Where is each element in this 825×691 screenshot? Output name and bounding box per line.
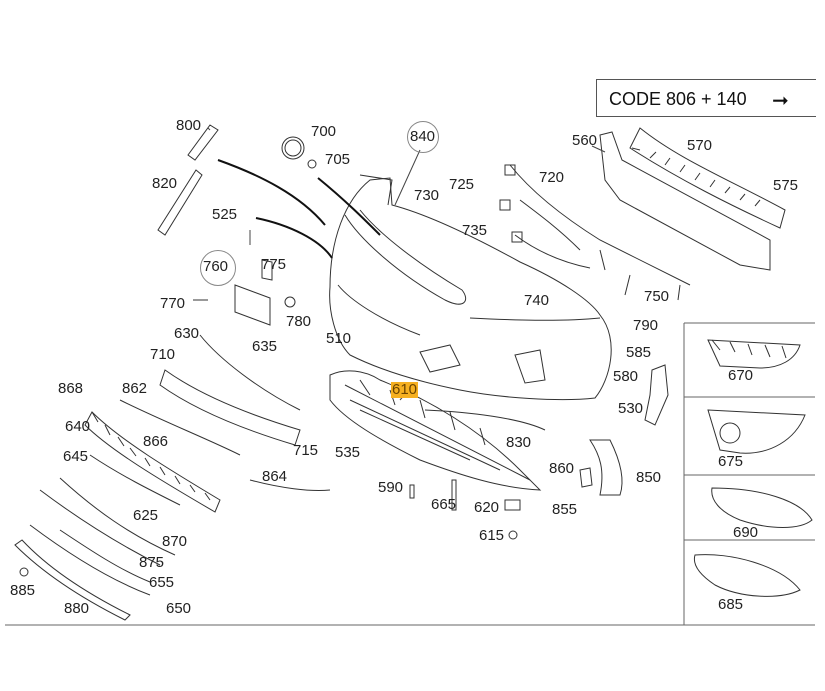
side-brackets: [19, 364, 669, 577]
label-625: 625: [133, 507, 159, 524]
label-880: 880: [64, 600, 90, 617]
label-840: 840: [410, 128, 436, 145]
label-780: 780: [286, 313, 312, 330]
label-635: 635: [252, 338, 278, 355]
code-callout: CODE 806 + 140 ➞: [596, 79, 816, 117]
label-855: 855: [552, 501, 578, 518]
label-675: 675: [718, 453, 744, 470]
bumper-cover: [329, 174, 612, 401]
plate-bracket-760: [193, 259, 296, 326]
label-866: 866: [143, 433, 169, 450]
label-725: 725: [449, 176, 475, 193]
label-655: 655: [149, 574, 175, 591]
label-585: 585: [626, 344, 652, 361]
label-580: 580: [613, 368, 639, 385]
air-guide-610: [329, 370, 542, 491]
code-label: CODE 806 + 140: [609, 89, 747, 109]
side-trims: [157, 124, 219, 236]
label-590: 590: [378, 479, 404, 496]
arrow-right-icon: ➞: [772, 90, 789, 112]
label-770: 770: [160, 295, 186, 312]
label-620: 620: [474, 499, 500, 516]
label-870: 870: [162, 533, 188, 550]
circle-760: [200, 250, 236, 286]
label-830: 830: [506, 434, 532, 451]
label-670: 670: [728, 367, 754, 384]
circle-840: [407, 121, 439, 153]
label-535: 535: [335, 444, 361, 461]
grille-570: [599, 127, 786, 271]
label-800: 800: [176, 117, 202, 134]
label-510: 510: [326, 330, 352, 347]
label-750: 750: [644, 288, 670, 305]
label-885: 885: [10, 582, 36, 599]
label-710: 710: [150, 346, 176, 363]
label-560: 560: [572, 132, 598, 149]
lower-trims: [14, 411, 221, 621]
label-860: 860: [549, 460, 575, 477]
label-690: 690: [733, 524, 759, 541]
label-645: 645: [63, 448, 89, 465]
label-875: 875: [139, 554, 165, 571]
label-735: 735: [462, 222, 488, 239]
label-630: 630: [174, 325, 200, 342]
label-525: 525: [212, 206, 238, 223]
label-715: 715: [293, 442, 319, 459]
label-570: 570: [687, 137, 713, 154]
label-850: 850: [636, 469, 662, 486]
label-760: 760: [203, 258, 229, 275]
label-615: 615: [479, 527, 505, 544]
label-700: 700: [311, 123, 337, 140]
label-862: 862: [122, 380, 148, 397]
harness-720: [499, 164, 691, 301]
label-730: 730: [414, 187, 440, 204]
label-665: 665: [431, 496, 457, 513]
panel-parts: [693, 339, 813, 597]
emblem-700: [281, 136, 317, 169]
label-740: 740: [524, 292, 550, 309]
label-640: 640: [65, 418, 91, 435]
label-685: 685: [718, 596, 744, 613]
label-575: 575: [773, 177, 799, 194]
label-790: 790: [633, 317, 659, 334]
label-705: 705: [325, 151, 351, 168]
detail-panel: [5, 322, 815, 626]
label-864: 864: [262, 468, 288, 485]
label-820: 820: [152, 175, 178, 192]
label-868: 868: [58, 380, 84, 397]
label-775: 775: [261, 256, 287, 273]
label-610: 610: [391, 381, 419, 398]
label-650: 650: [166, 600, 192, 617]
label-720: 720: [539, 169, 565, 186]
label-530: 530: [618, 400, 644, 417]
pointer-arrows: [217, 159, 381, 259]
support-bars: [119, 334, 623, 496]
